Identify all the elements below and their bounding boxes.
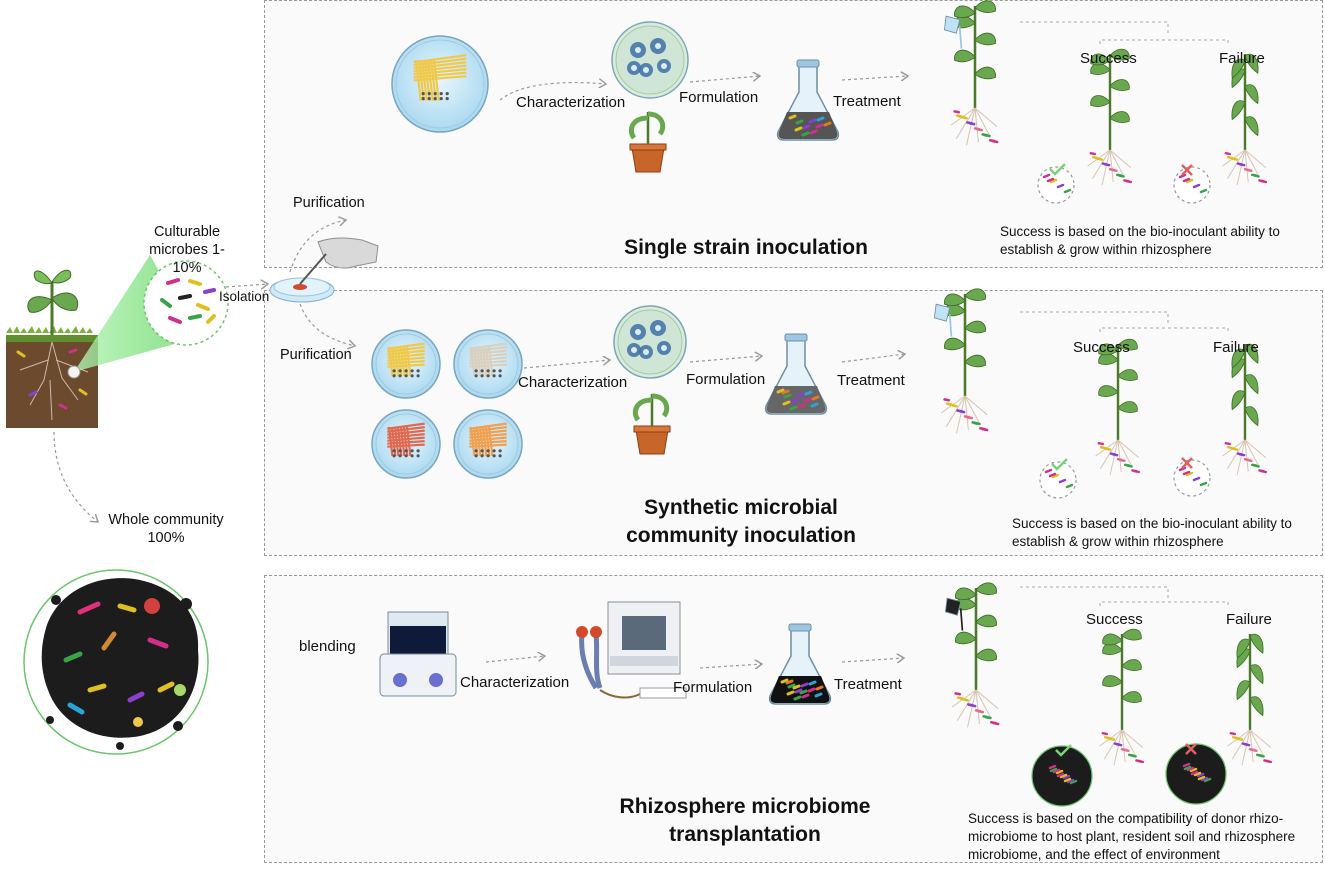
treated-plant xyxy=(933,288,989,434)
panel-title-2: Synthetic microbial community inoculatio… xyxy=(626,496,856,547)
failure-plant xyxy=(1227,633,1273,766)
step-formulation-2: Formulation xyxy=(686,371,766,388)
flow-arrow xyxy=(841,354,905,363)
streak-plate xyxy=(453,409,523,479)
flow-arrow xyxy=(485,656,545,663)
treated-plant xyxy=(943,0,999,146)
soil-block xyxy=(6,326,98,428)
failure-zoom-circle xyxy=(1173,164,1211,204)
flow-arrow xyxy=(499,83,606,101)
purification-bottom-label: Purification xyxy=(280,347,352,363)
failure-plant xyxy=(1222,53,1268,186)
flow-arrow xyxy=(689,356,762,363)
panel-title-1: Single strain inoculation xyxy=(624,236,868,259)
whole-community-circle xyxy=(23,569,209,755)
streak-plate xyxy=(371,409,441,479)
success-note-3: Success is based on the compatibility of… xyxy=(968,811,1296,862)
flow-arrow xyxy=(841,658,904,662)
step-formulation-1: Formulation xyxy=(679,89,759,106)
gloved-hand xyxy=(299,237,379,285)
isolation-plate xyxy=(269,277,335,303)
step-blending-3: blending xyxy=(299,638,356,655)
colony-plate xyxy=(611,21,689,99)
wilted-plant-pot xyxy=(632,393,671,455)
blender-stirrer xyxy=(379,611,457,697)
flow-arrow xyxy=(523,360,610,369)
whole-community-label: Whole community 100% xyxy=(108,512,224,546)
success-zoom-circle xyxy=(1039,458,1077,499)
success-note-2: Success is based on the bio-inoculant ab… xyxy=(1012,516,1292,549)
success-note-1: Success is based on the bio-inoculant ab… xyxy=(1000,224,1280,257)
seedling-plant xyxy=(27,269,79,335)
colony-plate xyxy=(613,305,687,379)
culturable-microbes-label: Culturable microbes 1-10% xyxy=(149,224,225,276)
formulation-flask xyxy=(776,59,840,141)
success-zoom-circle xyxy=(1037,163,1075,204)
outcome-bracket xyxy=(1020,586,1229,606)
outcome-bracket xyxy=(1020,21,1229,44)
sequencer-machine xyxy=(576,601,687,699)
success-label-2: Success xyxy=(1073,339,1130,356)
success-zoom-circle xyxy=(1031,744,1093,807)
failure-label-1: Failure xyxy=(1219,50,1265,67)
failure-zoom-circle xyxy=(1173,457,1211,497)
success-label-1: Success xyxy=(1080,50,1137,67)
panel-title-3: Rhizosphere microbiome transplantation xyxy=(619,795,871,846)
failure-plant xyxy=(1222,343,1268,476)
flow-arrow xyxy=(699,664,762,668)
step-treatment-3: Treatment xyxy=(834,676,902,693)
flow-arrow xyxy=(689,76,760,83)
outcome-bracket xyxy=(1020,311,1229,332)
success-plant xyxy=(1087,48,1133,186)
treated-plant xyxy=(944,582,1000,728)
success-label-3: Success xyxy=(1086,611,1143,628)
culturable-microbes-circle xyxy=(143,260,229,346)
step-characterization-1: Characterization xyxy=(516,94,626,111)
wilted-plant-pot xyxy=(628,111,667,173)
flow-arrow xyxy=(841,76,908,80)
streak-plate xyxy=(371,329,441,399)
isolation-label: Isolation xyxy=(219,289,270,304)
step-characterization-3: Characterization xyxy=(460,674,570,691)
success-plant xyxy=(1099,628,1145,766)
step-treatment-2: Treatment xyxy=(837,372,905,389)
purification-top-label: Purification xyxy=(293,195,365,211)
step-characterization-2: Characterization xyxy=(518,374,628,391)
formulation-flask xyxy=(764,333,828,415)
step-treatment-1: Treatment xyxy=(833,93,901,110)
formulation-flask xyxy=(768,623,832,705)
failure-label-3: Failure xyxy=(1226,611,1272,628)
streak-plate xyxy=(453,329,523,399)
success-plant xyxy=(1095,338,1141,476)
failure-label-2: Failure xyxy=(1213,339,1259,356)
streak-plate xyxy=(391,35,489,133)
failure-zoom-circle xyxy=(1165,743,1227,805)
step-formulation-3: Formulation xyxy=(673,679,753,696)
